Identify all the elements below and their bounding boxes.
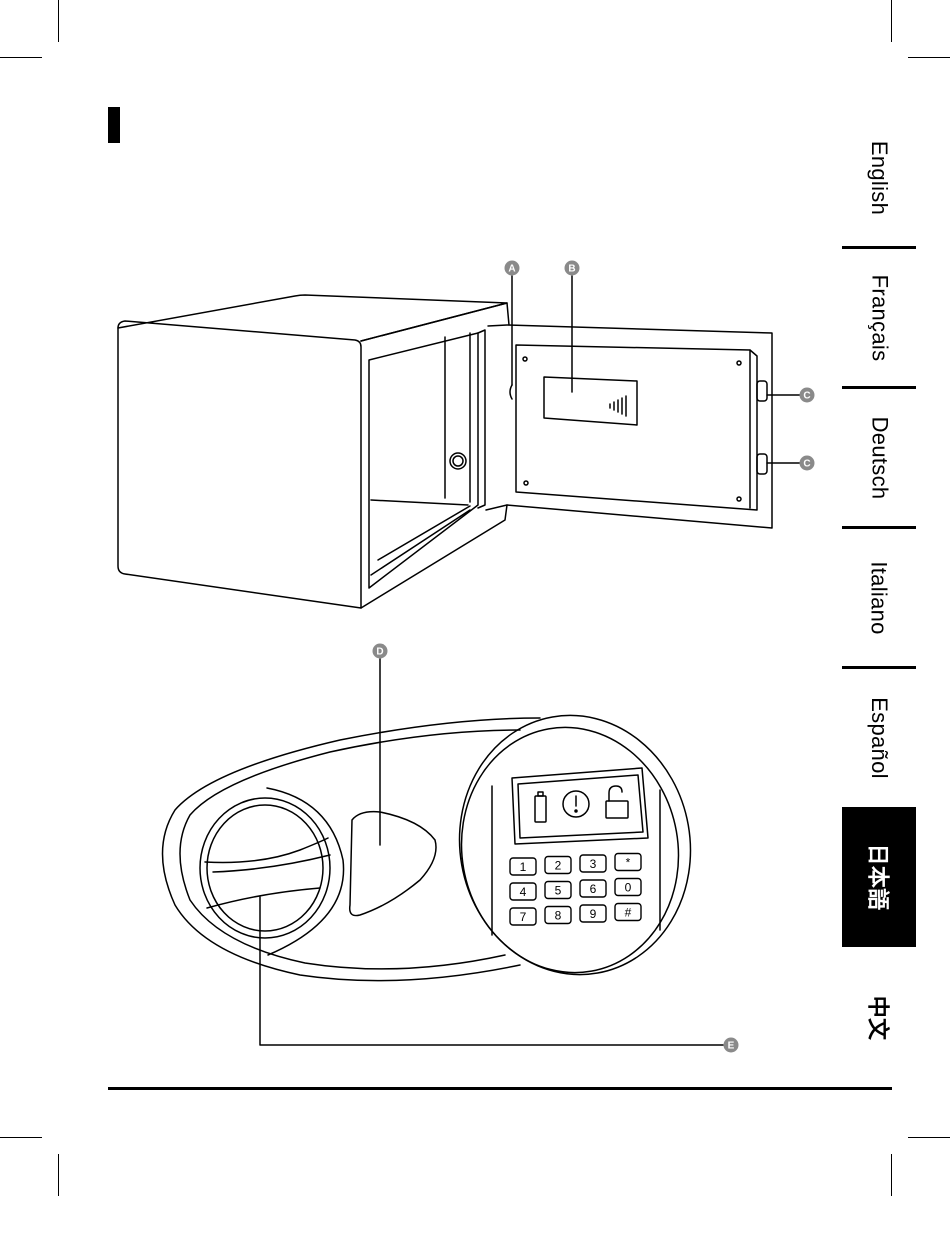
callout-c-lower: C (800, 456, 815, 471)
callout-label-c2: C (803, 459, 810, 470)
callout-e: E (724, 1038, 739, 1053)
safe-illustration: 1 2 3 * 4 5 6 0 7 8 9 # A B C C D E (0, 0, 840, 1080)
callout-b: B (565, 261, 580, 276)
bottom-rule (108, 1087, 892, 1090)
callout-d: D (373, 644, 388, 659)
crop-mark (58, 1154, 59, 1196)
tab-label: 中文 (863, 996, 895, 1041)
tab-label: Deutsch (866, 416, 892, 499)
callout-label-a: A (508, 264, 515, 275)
tab-label: Italiano (866, 561, 892, 634)
crop-mark (0, 1137, 42, 1138)
keypad-key-label: # (625, 906, 632, 920)
tab-label: English (866, 141, 892, 215)
keypad-key-label: * (626, 856, 631, 870)
keypad-key-label: 8 (555, 909, 562, 923)
tab-label: 日本語 (863, 844, 895, 911)
keypad-keys: 1 2 3 * 4 5 6 0 7 8 9 # (510, 854, 641, 926)
tab-francais[interactable]: Français (842, 246, 916, 386)
tab-english[interactable]: English (842, 108, 916, 248)
keypad-key-label: 2 (555, 859, 562, 873)
crop-mark (908, 57, 950, 58)
keypad-key-label: 3 (590, 857, 597, 871)
tab-espanol[interactable]: Español (842, 666, 916, 806)
callout-label-e: E (728, 1041, 735, 1052)
keypad-panel (163, 697, 711, 993)
keypad-key-label: 4 (520, 885, 527, 899)
keypad-key-label: 5 (555, 884, 562, 898)
tab-deutsch[interactable]: Deutsch (842, 386, 916, 526)
safe-door (486, 325, 772, 528)
tab-japanese[interactable]: 日本語 (842, 807, 916, 947)
callout-label-b: B (568, 264, 575, 275)
tab-chinese[interactable]: 中文 (842, 948, 916, 1088)
keypad-key-label: 9 (590, 907, 597, 921)
callout-label-c1: C (803, 391, 810, 402)
keypad-key-label: 1 (520, 860, 527, 874)
tab-italiano[interactable]: Italiano (842, 526, 916, 666)
keypad-key-label: 6 (590, 882, 597, 896)
tab-label: Español (866, 697, 892, 779)
keypad-key-label: 0 (625, 881, 632, 895)
crop-mark (908, 1137, 950, 1138)
keypad-key-label: 7 (520, 910, 527, 924)
callout-a: A (505, 261, 520, 276)
callout-label-d: D (376, 647, 383, 658)
tab-label: Français (866, 274, 892, 361)
crop-mark (891, 1154, 892, 1196)
crop-mark (891, 0, 892, 42)
safe-body (118, 295, 509, 608)
language-tabs: English Français Deutsch Italiano Españo… (842, 108, 916, 1088)
callout-c-upper: C (800, 388, 815, 403)
